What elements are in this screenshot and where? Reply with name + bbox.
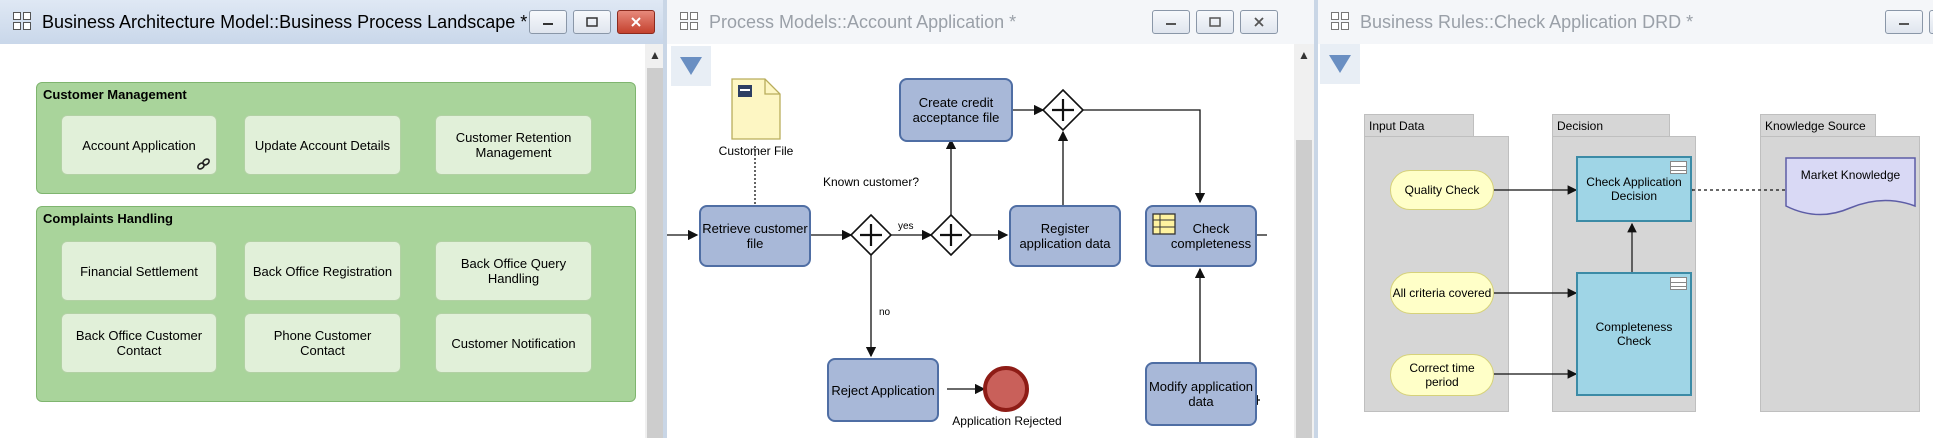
architecture-canvas[interactable]: Customer Management Account Application … (0, 44, 665, 438)
minimize-button[interactable] (529, 10, 567, 34)
group-customer-management[interactable]: Customer Management Account Application … (36, 82, 636, 194)
vertical-scrollbar[interactable]: ▲ (1294, 44, 1314, 438)
scroll-up-icon[interactable]: ▲ (1298, 48, 1310, 62)
gateway-label: Known customer? (822, 175, 920, 189)
end-event-icon (983, 366, 1029, 412)
maximize-button[interactable] (1196, 10, 1234, 34)
decision-table-icon (1670, 161, 1687, 174)
maximize-button[interactable] (1929, 10, 1933, 34)
scrollbar-thumb[interactable] (647, 68, 663, 438)
knowledge-source-label: Market Knowledge (1800, 168, 1901, 182)
function-back-office-query[interactable]: Back Office Query Handling (435, 241, 592, 301)
task-retrieve-customer-file[interactable]: Retrieve customer file (699, 205, 811, 267)
filter-icon (680, 57, 702, 75)
window-title: Process Models::Account Application * (709, 11, 1017, 32)
filter-toggle[interactable] (671, 46, 711, 86)
decision-table-icon (1670, 277, 1687, 290)
minimize-icon (543, 23, 553, 25)
parallel-gateway-icon (929, 213, 973, 257)
process-canvas[interactable]: Customer File Retrieve customer file Cre… (667, 44, 1314, 438)
function-back-office-customer-contact[interactable]: Back Office Customer Contact (61, 313, 217, 373)
function-customer-notification[interactable]: Customer Notification (435, 313, 592, 373)
minimize-icon (1899, 23, 1909, 25)
task-check-completeness[interactable]: Check completeness (1145, 205, 1257, 267)
maximize-button[interactable] (573, 10, 611, 34)
input-data-all-criteria[interactable]: All criteria covered (1390, 272, 1494, 314)
group-complaints-handling[interactable]: Complaints Handling Financial Settlement… (36, 206, 636, 402)
business-rule-icon (1152, 213, 1176, 235)
rules-titlebar[interactable]: Business Rules::Check Application DRD * (1318, 0, 1933, 44)
lane-tab-decision[interactable]: Decision (1552, 114, 1670, 136)
lane-tab-knowledge-source[interactable]: Knowledge Source (1760, 114, 1876, 136)
rules-window: Business Rules::Check Application DRD * … (1318, 0, 1933, 438)
minimize-button[interactable] (1885, 10, 1923, 34)
maximize-icon (1209, 17, 1221, 27)
architecture-titlebar[interactable]: Business Architecture Model::Business Pr… (0, 0, 665, 44)
filter-toggle[interactable] (1320, 44, 1360, 84)
group-title: Complaints Handling (43, 211, 173, 226)
window-divider[interactable] (663, 0, 667, 438)
close-icon (631, 17, 641, 27)
window-divider[interactable] (1314, 0, 1318, 438)
yes-label: yes (898, 221, 914, 232)
window-title: Business Architecture Model::Business Pr… (42, 11, 528, 32)
architecture-model-icon (12, 11, 34, 33)
process-connectors (667, 88, 1267, 412)
task-register-application-data[interactable]: Register application data (1009, 205, 1121, 267)
process-model-icon (679, 11, 701, 33)
close-button[interactable] (617, 10, 655, 34)
architecture-window: Business Architecture Model::Business Pr… (0, 0, 665, 438)
window-title: Business Rules::Check Application DRD * (1360, 11, 1694, 32)
input-data-quality-check[interactable]: Quality Check (1390, 170, 1494, 210)
function-financial-settlement[interactable]: Financial Settlement (61, 241, 217, 301)
close-button[interactable] (1240, 10, 1278, 34)
close-icon (1254, 17, 1264, 27)
knowledge-source-icon (1785, 157, 1916, 216)
task-modify-application-data[interactable]: Modify application data (1145, 362, 1257, 426)
parallel-gateway-icon (849, 213, 893, 257)
function-phone-customer-contact[interactable]: Phone Customer Contact (244, 313, 401, 373)
drd-connectors (1494, 157, 1916, 379)
function-back-office-registration[interactable]: Back Office Registration (244, 241, 401, 301)
function-customer-retention[interactable]: Customer Retention Management (435, 115, 592, 175)
filter-icon (1329, 55, 1351, 73)
end-event-label: Application Rejected (952, 414, 1062, 428)
minimize-icon (1166, 23, 1176, 25)
process-titlebar[interactable]: Process Models::Account Application * (667, 0, 1314, 44)
drd-canvas[interactable]: Input Data Decision Knowledge Source (1318, 44, 1933, 438)
parallel-gateway-icon (1041, 88, 1085, 132)
decision-completeness-check[interactable]: Completeness Check (1576, 272, 1692, 396)
task-reject-application[interactable]: Reject Application (827, 358, 939, 422)
task-create-credit-acceptance-file[interactable]: Create credit acceptance file (899, 78, 1013, 142)
data-object-label: Customer File (718, 144, 794, 158)
link-icon (197, 158, 210, 170)
input-data-correct-time[interactable]: Correct time period (1390, 354, 1494, 396)
no-label: no (879, 307, 891, 318)
decision-check-application[interactable]: Check Application Decision (1576, 156, 1692, 222)
group-title: Customer Management (43, 87, 187, 102)
process-window: Process Models::Account Application * (667, 0, 1314, 438)
minimize-button[interactable] (1152, 10, 1190, 34)
vertical-scrollbar[interactable]: ▲ (645, 44, 665, 438)
data-object-icon (731, 78, 781, 140)
lane-tab-input-data[interactable]: Input Data (1364, 114, 1474, 136)
scroll-up-icon[interactable]: ▲ (649, 48, 661, 62)
decision-model-icon (1330, 11, 1352, 33)
maximize-icon (586, 17, 598, 27)
function-update-account-details[interactable]: Update Account Details (244, 115, 401, 175)
function-account-application[interactable]: Account Application (61, 115, 217, 175)
scrollbar-thumb[interactable] (1296, 140, 1312, 438)
